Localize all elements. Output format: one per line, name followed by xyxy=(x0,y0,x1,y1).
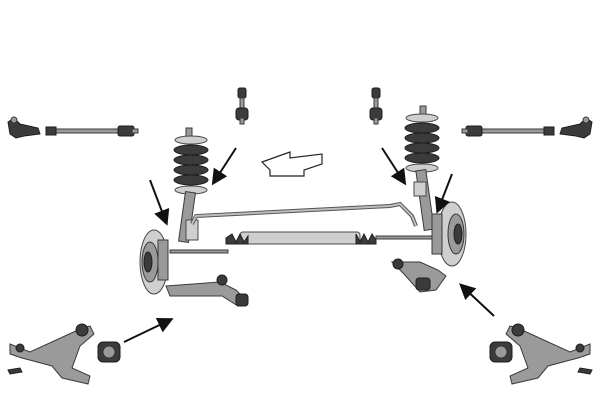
stabilizer-link-right xyxy=(369,87,383,125)
lower-control-arm-left-assembled xyxy=(165,274,249,307)
tie-rod-left xyxy=(45,125,139,137)
pointer-arrow-right-strut xyxy=(434,173,453,214)
control-arm-right-exploded xyxy=(505,323,593,385)
pointer-arrow-left-strut xyxy=(149,179,170,226)
tie-rod-right xyxy=(461,125,555,137)
steering-rack-boots xyxy=(169,231,437,254)
pointer-arrow-left-spring xyxy=(211,147,237,186)
coil-spring-strut-right xyxy=(404,105,440,231)
coil-spring-strut-left xyxy=(173,127,209,244)
pointer-arrow-right-arm xyxy=(459,283,495,317)
tie-rod-end-left xyxy=(7,116,41,139)
brake-disc-hub-left xyxy=(139,229,169,295)
control-arm-left-exploded xyxy=(7,323,95,385)
tie-rod-end-right xyxy=(559,116,593,139)
brake-disc-hub-right xyxy=(431,201,467,267)
direction-arrow xyxy=(260,151,323,177)
stabilizer-link-left xyxy=(235,87,249,125)
pointer-arrow-right-spring xyxy=(381,147,407,186)
lower-control-arm-right-assembled xyxy=(390,258,447,293)
bushing-right xyxy=(489,341,513,363)
pointer-arrow-left-arm xyxy=(123,317,174,343)
bushing-left xyxy=(97,341,121,363)
